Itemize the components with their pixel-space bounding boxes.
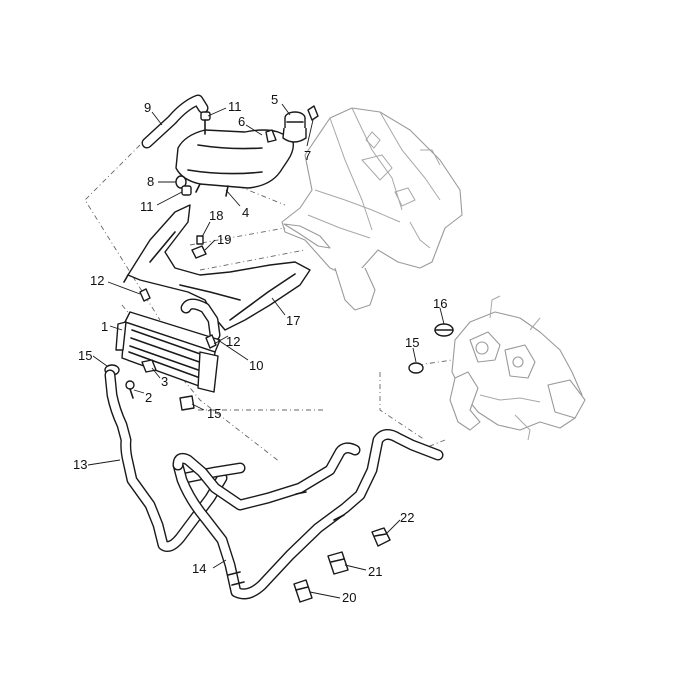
hose-fitting-upper[interactable] [139,288,151,302]
callout-12-lower: 12 [226,334,240,349]
callout-20: 20 [342,590,356,605]
callout-5: 5 [271,92,278,107]
screw-18[interactable] [196,235,204,245]
callout-9: 9 [144,100,151,115]
radiator-cover[interactable] [123,204,311,331]
filler-cap[interactable] [282,111,307,143]
callout-19: 19 [217,232,231,247]
callout-12-upper: 12 [90,273,104,288]
radiator-hose-upper[interactable] [180,298,221,341]
callout-10: 10 [249,358,263,373]
hose-fitting-lower[interactable] [205,334,217,349]
hose-stub[interactable] [179,462,246,484]
hose-clamp-upper[interactable] [200,111,211,135]
callout-4: 4 [242,205,249,220]
hose-clamp-15-mid[interactable] [179,395,195,411]
filler-hose[interactable] [141,94,209,149]
radiator[interactable] [115,311,221,393]
hose-clamp-lower[interactable] [181,185,192,196]
callout-7: 7 [304,148,311,163]
callout-13: 13 [73,457,87,472]
callout-1: 1 [101,319,108,334]
callout-6: 6 [238,114,245,129]
callout-16: 16 [433,296,447,311]
bolt-2[interactable] [125,380,135,399]
hose-clamp-16[interactable] [434,323,454,337]
callout-14: 14 [192,561,206,576]
callout-15-left: 15 [78,348,92,363]
callout-21: 21 [368,564,382,579]
hose-clip-20[interactable] [293,579,313,603]
hose-clip-22[interactable] [371,527,391,547]
lower-hose-13[interactable] [104,369,228,552]
clip-19[interactable] [191,245,207,259]
hose-clamp-15-right[interactable] [408,362,424,374]
callout-3: 3 [161,374,168,389]
callout-8: 8 [147,174,154,189]
callout-18: 18 [209,208,223,223]
callout-11-lower: 11 [140,199,154,214]
callout-2: 2 [145,390,152,405]
callout-17: 17 [286,313,300,328]
frame-ghost [281,107,463,311]
callout-11-upper: 11 [228,99,242,114]
callout-15-right: 15 [405,335,419,350]
callout-22: 22 [400,510,414,525]
engine-ghost [449,295,586,441]
cap-bracket[interactable] [307,105,319,121]
coolant-hose-14[interactable] [172,429,444,600]
callout-labels: 9 11 5 6 7 8 11 4 18 19 12 17 1 16 15 15… [73,92,447,605]
leader-lines [87,103,445,599]
hose-clip-21[interactable] [327,551,349,575]
callout-15-mid: 15 [207,406,221,421]
tank-clip[interactable] [265,129,277,143]
